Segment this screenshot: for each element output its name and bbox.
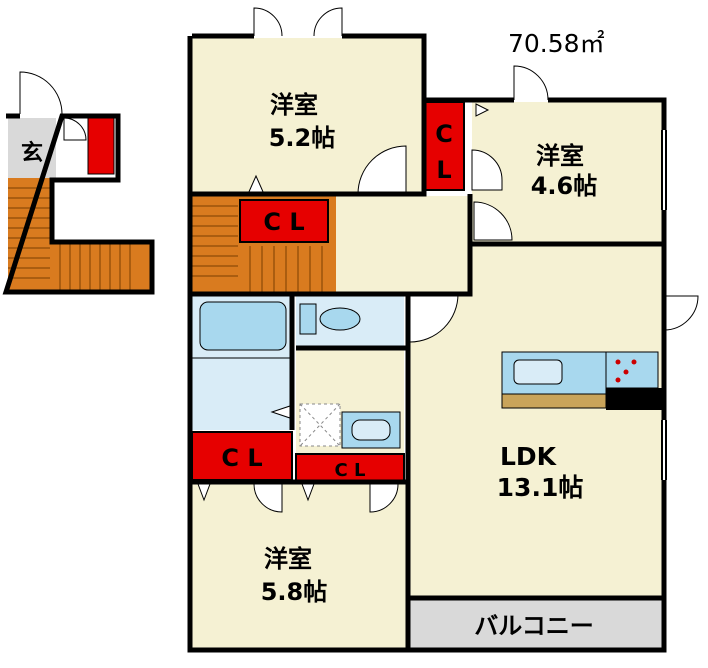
closet-label-c: C — [435, 120, 453, 148]
stove — [605, 351, 659, 389]
room-size-ldk: 13.1帖 — [497, 473, 584, 502]
window-door-right-room[interactable] — [513, 65, 549, 101]
closet-top-vertical — [423, 101, 465, 191]
closet-label-middle: C L — [263, 208, 304, 236]
window-door-ldk[interactable] — [663, 295, 699, 331]
room-name-western-bottom: 洋室 — [264, 545, 312, 573]
door-ldk[interactable] — [409, 293, 459, 343]
room-name-western-top: 洋室 — [270, 91, 318, 119]
door-closet-left[interactable] — [253, 483, 283, 513]
shoe-closet — [87, 117, 115, 175]
room-size-western-top: 5.2帖 — [269, 124, 336, 152]
room-size-western-right: 4.6帖 — [531, 172, 598, 200]
toilet-bowl — [319, 307, 361, 331]
door-closet-center[interactable] — [369, 483, 399, 513]
entrance-label: 玄 — [21, 140, 43, 166]
floor-area: 70.58㎡ — [508, 29, 605, 58]
closet-center-lower — [295, 453, 405, 483]
bathtub — [199, 301, 287, 351]
entrance-annex: 玄 — [2, 71, 155, 295]
closet-label-center-lower: C L — [335, 460, 366, 481]
window-door-top-right[interactable] — [313, 7, 343, 37]
window-door-top-left[interactable] — [253, 7, 283, 37]
kitchen-sink — [513, 359, 563, 385]
door-closet-right[interactable] — [471, 149, 503, 191]
room-name-western-right: 洋室 — [536, 142, 584, 170]
door-western-right[interactable] — [473, 201, 513, 241]
room-size-western-bottom: 5.8帖 — [261, 578, 328, 606]
balcony — [408, 598, 662, 648]
main-unit — [187, 7, 699, 653]
balcony-label: バルコニー — [474, 612, 594, 640]
closet-label-left-lower: C L — [221, 444, 262, 472]
entrance-door[interactable] — [19, 71, 63, 115]
door-western-top[interactable] — [357, 145, 407, 195]
closet-label-l: L — [436, 156, 451, 184]
room-name-ldk: LDK — [500, 442, 558, 471]
closet-middle — [239, 199, 329, 243]
